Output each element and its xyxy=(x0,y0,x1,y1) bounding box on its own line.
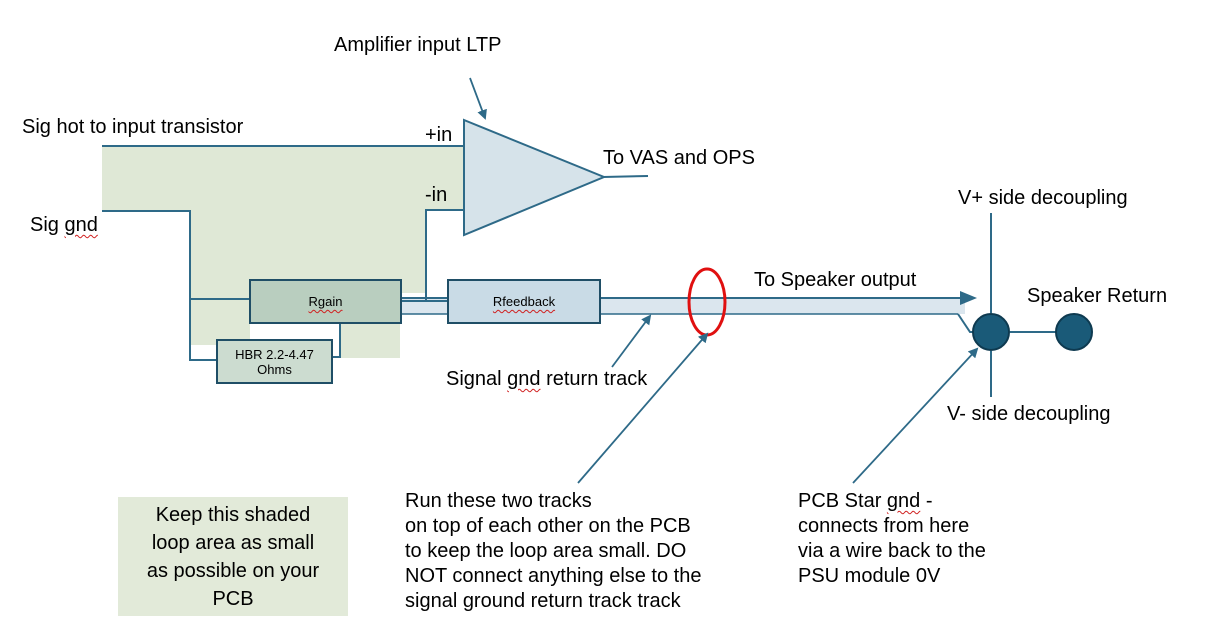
hbr-resistor: HBR 2.2-4.47 Ohms xyxy=(216,339,333,384)
shade-note-line: loop area as small xyxy=(151,531,315,554)
speaker-return-node xyxy=(1055,313,1093,351)
star-ground-note: PCB Star gnd - connects from here via a … xyxy=(798,489,986,589)
run-tracks-line: NOT connect anything else to the xyxy=(405,565,702,587)
run-tracks-line: signal ground return track track xyxy=(405,590,681,612)
shade-note-line: Keep this shaded xyxy=(155,503,311,526)
shade-note-line: as possible on your xyxy=(146,559,320,582)
v-plus-label: V+ side decoupling xyxy=(958,187,1128,209)
hbr-label-line1: HBR 2.2-4.47 xyxy=(235,346,314,362)
run-tracks-note: Run these two tracks on top of each othe… xyxy=(405,489,701,614)
sig-gnd-word: gnd xyxy=(64,214,98,236)
star-ground-line: via a wire back to the xyxy=(798,540,986,562)
to-speaker-label: To Speaker output xyxy=(754,269,917,291)
shade-note-line: PCB xyxy=(212,587,254,610)
signal-gnd-word: gnd xyxy=(507,368,541,390)
star-ground-line: PSU module 0V xyxy=(798,565,941,587)
rgain-resistor: Rgain xyxy=(249,279,402,324)
speaker-return-label: Speaker Return xyxy=(1027,285,1168,307)
signal-gnd-prefix: Signal xyxy=(446,368,508,390)
signal-gnd-return-label: Signal gnd return track xyxy=(446,367,647,391)
run-tracks-line: Run these two tracks xyxy=(405,490,592,512)
sig-hot-label: Sig hot to input transistor xyxy=(22,116,244,138)
run-tracks-line: on top of each other on the PCB xyxy=(405,515,691,537)
rgain-label: Rgain xyxy=(308,294,343,309)
to-vas-label: To VAS and OPS xyxy=(603,147,755,169)
run-tracks-line: to keep the loop area small. DO xyxy=(405,540,687,562)
amplifier-input-label: Amplifier input LTP xyxy=(334,34,502,56)
star-ground-word: gnd xyxy=(886,490,921,512)
sig-gnd-label: Sig gnd xyxy=(30,213,98,237)
amplifier-triangle xyxy=(463,118,607,237)
hbr-label-line2: Ohms xyxy=(257,361,292,377)
sig-gnd-prefix: Sig xyxy=(30,214,65,236)
minus-in-label: -in xyxy=(425,184,448,206)
star-ground-suffix: - xyxy=(920,490,933,512)
star-ground-line: PCB Star gnd - xyxy=(798,489,986,514)
star-ground-node xyxy=(972,313,1010,351)
plus-in-label: +in xyxy=(425,124,453,146)
shade-note-box: Keep this shaded loop area as small as p… xyxy=(118,497,348,616)
rfeedback-label: Rfeedback xyxy=(492,294,556,309)
shaded-loop-area xyxy=(102,146,464,358)
pointer-arrows xyxy=(469,77,979,484)
star-ground-prefix: PCB Star xyxy=(798,490,887,512)
rfeedback-resistor: Rfeedback xyxy=(447,279,601,324)
signal-gnd-suffix: return track xyxy=(540,368,648,390)
v-minus-label: V- side decoupling xyxy=(947,403,1111,425)
star-ground-line: connects from here xyxy=(798,515,970,537)
